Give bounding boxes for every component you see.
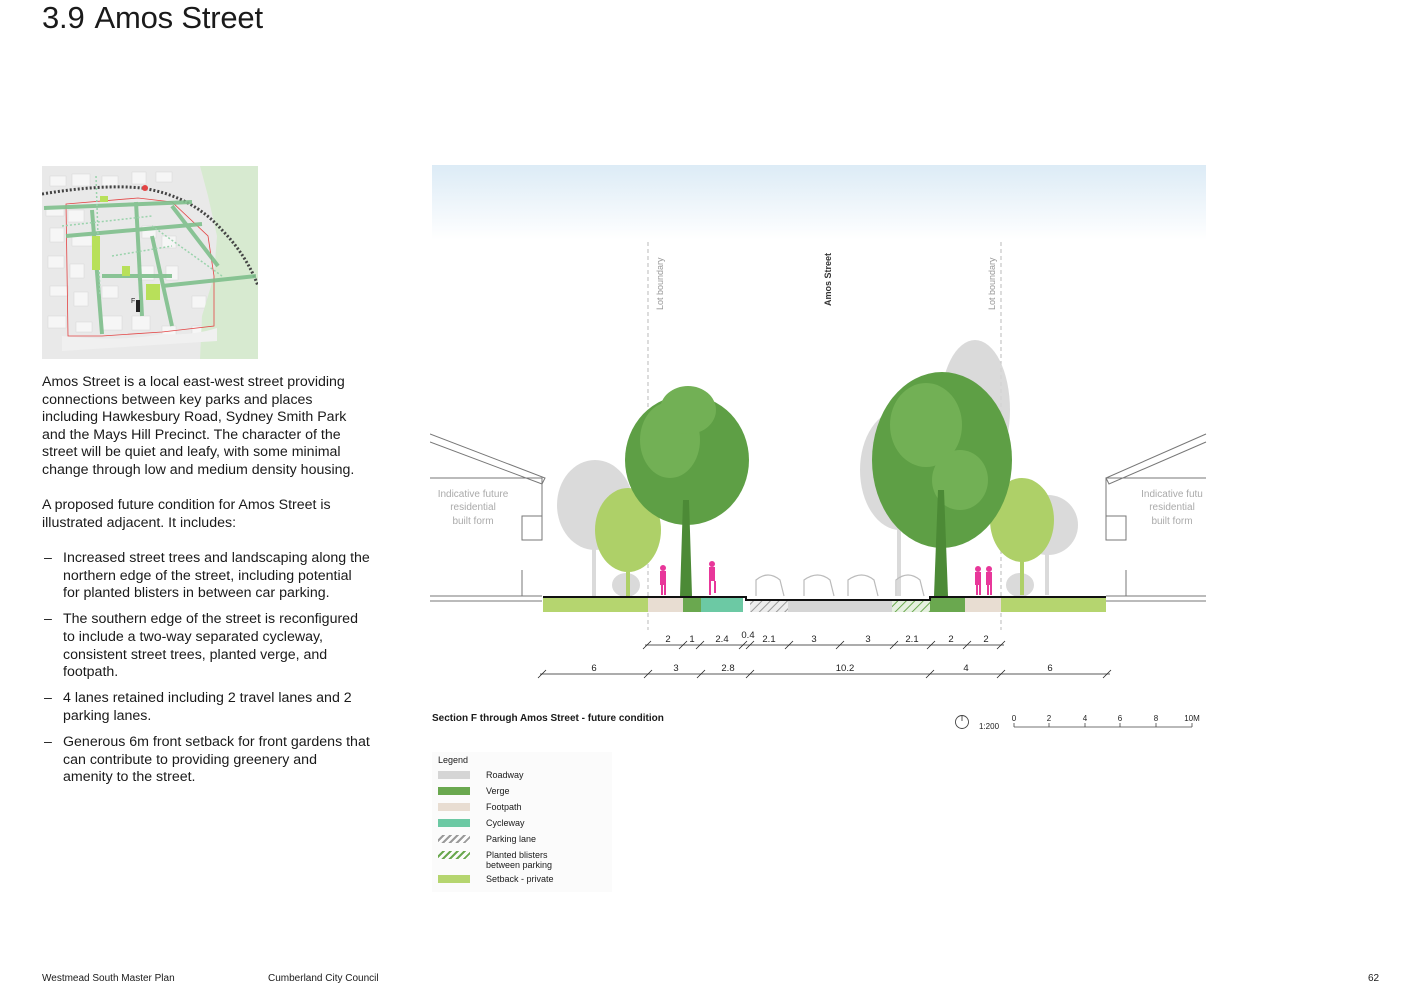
building-right-label-1: Indicative futu bbox=[1141, 489, 1203, 500]
legend-swatch bbox=[438, 803, 470, 811]
legend-swatch bbox=[438, 787, 470, 795]
section-title: Amos Street bbox=[94, 0, 264, 35]
legend: Legend Roadway Verge Footpath Cycleway P… bbox=[432, 752, 612, 892]
dim-row1-label: 2 bbox=[665, 634, 670, 645]
scale-tick: 2 bbox=[1047, 714, 1052, 723]
section-caption: Section F through Amos Street - future c… bbox=[432, 713, 664, 724]
dim-row1-label: 2.1 bbox=[762, 634, 775, 645]
street-name-label: Amos Street bbox=[823, 253, 833, 306]
section-number: 3.9 bbox=[42, 0, 85, 35]
dim-row1-label: 3 bbox=[865, 634, 870, 645]
bullet-item: 4 lanes retained including 2 travel lane… bbox=[42, 690, 370, 725]
legend-swatch bbox=[438, 771, 470, 779]
intro-text: Amos Street is a local east-west street … bbox=[42, 374, 370, 795]
legend-label: Verge bbox=[486, 786, 510, 796]
legend-swatch bbox=[438, 875, 470, 883]
dim-row1-label: 3 bbox=[811, 634, 816, 645]
legend-item-verge: Verge bbox=[438, 786, 566, 796]
scale-tick: 6 bbox=[1118, 714, 1123, 723]
building-left-label-1: Indicative future bbox=[438, 489, 509, 500]
legend-label: Parking lane bbox=[486, 834, 537, 844]
key-map: F bbox=[42, 166, 258, 359]
dim-row1-label: 2.1 bbox=[905, 634, 918, 645]
dim-row2-label: 3 bbox=[673, 663, 678, 674]
scale-tick: 10M bbox=[1184, 714, 1200, 723]
bullet-item: The southern edge of the street is recon… bbox=[42, 611, 370, 681]
dim-row2-label: 4 bbox=[963, 663, 968, 674]
scale-tick: 8 bbox=[1154, 714, 1159, 723]
pedestrians bbox=[660, 561, 992, 595]
legend-swatch bbox=[438, 835, 470, 843]
dim-row1-label: 2 bbox=[983, 634, 988, 645]
bullet-item: Generous 6m front setback for front gard… bbox=[42, 734, 370, 787]
dim-row1-label: 1 bbox=[689, 634, 694, 645]
dim-row1-label: 2.4 bbox=[715, 634, 728, 645]
intro-paragraph-1: Amos Street is a local east-west street … bbox=[42, 374, 355, 478]
dim-row1-label: 0.4 bbox=[741, 630, 754, 641]
page-title: 3.9 Amos Street bbox=[42, 0, 263, 36]
small-trees bbox=[595, 478, 1054, 596]
legend-item-cycleway: Cycleway bbox=[438, 818, 566, 828]
intro-bullet-list: Increased street trees and landscaping a… bbox=[42, 550, 370, 787]
dimension-line-row2 bbox=[537, 669, 1112, 679]
building-right-label-3: built form bbox=[1151, 516, 1192, 527]
legend-item-parking-lane: Parking lane bbox=[438, 834, 566, 844]
footer-plan-name: Westmead South Master Plan bbox=[42, 973, 175, 984]
legend-label: Footpath bbox=[486, 802, 522, 812]
intro-paragraph-2: A proposed future condition for Amos Str… bbox=[42, 497, 331, 531]
keymap-section-marker: F bbox=[131, 298, 135, 305]
building-right-label-2: residential bbox=[1149, 502, 1195, 513]
legend-label: Cycleway bbox=[486, 818, 525, 828]
street-tree-right bbox=[872, 372, 1012, 596]
page-number: 62 bbox=[1368, 973, 1380, 984]
legend-label: Setback - private bbox=[486, 874, 554, 884]
legend-item-setback: Setback - private bbox=[438, 874, 566, 884]
legend-item-roadway: Roadway bbox=[438, 770, 566, 780]
legend-swatch bbox=[438, 819, 470, 827]
scale-tick: 0 bbox=[1012, 714, 1017, 723]
dim-row1-label: 2 bbox=[948, 634, 953, 645]
building-right bbox=[1105, 433, 1207, 602]
building-left-label-3: built form bbox=[452, 516, 493, 527]
street-tree-left bbox=[625, 386, 749, 596]
bullet-item: Increased street trees and landscaping a… bbox=[42, 550, 370, 603]
legend-label: Planted blisters between parking bbox=[486, 850, 553, 870]
footer-council: Cumberland City Council bbox=[268, 973, 379, 984]
building-left-label-2: residential bbox=[450, 502, 496, 513]
dim-row2-label: 6 bbox=[591, 663, 596, 674]
legend-item-planted-blisters: Planted blisters between parking bbox=[438, 850, 566, 870]
lot-boundary-right-label: Lot boundary bbox=[987, 257, 997, 310]
dim-row2-label: 10.2 bbox=[836, 663, 855, 674]
street-section-drawing: Lot boundary Lot boundary Amos Street In… bbox=[429, 160, 1210, 700]
parked-cars bbox=[755, 574, 925, 597]
legend-label: Roadway bbox=[486, 770, 524, 780]
legend-heading: Legend bbox=[438, 755, 469, 765]
scale-bar: 1:200 0 2 4 6 8 10M bbox=[952, 710, 1212, 740]
scale-tick: 4 bbox=[1083, 714, 1088, 723]
legend-swatch bbox=[438, 851, 470, 859]
dim-row2-label: 2.8 bbox=[721, 663, 734, 674]
building-left bbox=[429, 433, 546, 602]
north-arrow-icon bbox=[955, 715, 969, 729]
lot-boundary-left-label: Lot boundary bbox=[655, 257, 665, 310]
dimension-line-row1 bbox=[642, 640, 1006, 650]
ground-surfaces bbox=[543, 596, 1106, 612]
scale-ratio: 1:200 bbox=[979, 722, 1000, 731]
dim-row2-label: 6 bbox=[1047, 663, 1052, 674]
legend-item-footpath: Footpath bbox=[438, 802, 566, 812]
